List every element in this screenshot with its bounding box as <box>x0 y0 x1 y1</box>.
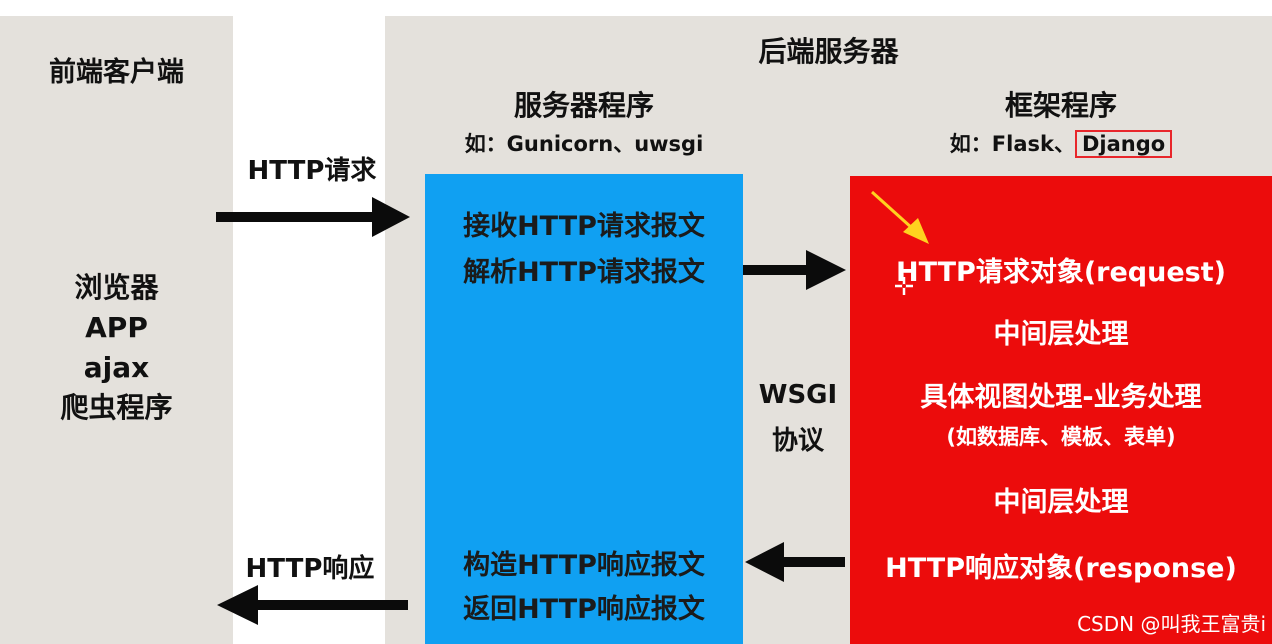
middleware-text-1: 中间层处理 <box>993 319 1129 350</box>
server-program-box <box>425 174 743 644</box>
arrow-request-to-server <box>216 197 410 237</box>
middleware-text-2: 中间层处理 <box>993 487 1129 518</box>
protocol-label: 协议 <box>771 426 824 456</box>
django-highlight-box: Django <box>1074 130 1173 158</box>
client-item-ajax: ajax <box>83 351 150 384</box>
request-object-text: HTTP请求对象(request) <box>896 257 1226 288</box>
arrow-framework-to-server <box>745 542 845 582</box>
framework-example: 如：Flask、Django <box>850 128 1272 158</box>
receive-request-text: 接收HTTP请求报文 <box>463 211 705 242</box>
view-processing-note: (如数据库、模板、表单) <box>946 425 1176 449</box>
client-panel <box>0 16 233 644</box>
http-response-label: HTTP响应 <box>245 554 375 584</box>
client-list: 浏览器 APP ajax 爬虫程序 <box>0 268 233 428</box>
client-item-crawler: 爬虫程序 <box>60 391 173 424</box>
client-item-browser: 浏览器 <box>74 271 159 304</box>
wsgi-label: WSGI <box>758 380 838 410</box>
pointer-arrow <box>870 190 929 244</box>
server-program-title: 服务器程序 <box>513 89 654 122</box>
build-response-text: 构造HTTP响应报文 <box>463 550 705 581</box>
response-object-text: HTTP响应对象(response) <box>885 553 1237 584</box>
return-response-text: 返回HTTP响应报文 <box>463 594 705 625</box>
crosshair-cursor-icon <box>895 277 913 295</box>
arrow-response-to-client <box>217 585 408 625</box>
view-processing-text: 具体视图处理-业务处理 <box>920 382 1202 413</box>
framework-example-prefix: 如：Flask、 <box>949 132 1075 156</box>
framework-title: 框架程序 <box>1004 89 1117 122</box>
server-title: 后端服务器 <box>758 35 899 68</box>
framework-box <box>850 176 1272 644</box>
arrow-server-to-framework <box>743 250 846 290</box>
client-title: 前端客户端 <box>49 57 184 88</box>
watermark: CSDN @叫我王富贵i <box>1077 612 1266 636</box>
parse-request-text: 解析HTTP请求报文 <box>463 257 705 288</box>
client-item-app: APP <box>85 311 148 344</box>
server-program-example: 如：Gunicorn、uwsgi <box>464 132 704 156</box>
http-request-label: HTTP请求 <box>247 156 377 186</box>
